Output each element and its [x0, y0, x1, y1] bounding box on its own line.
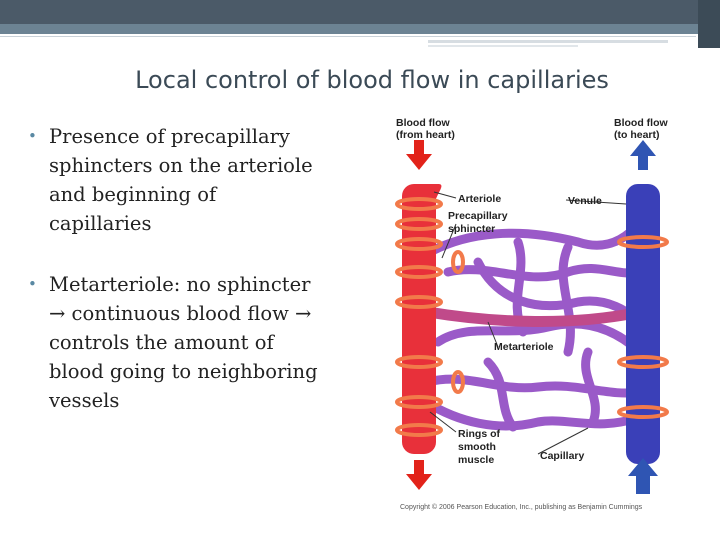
flow-up-arrow-icon [628, 458, 658, 494]
arteriole-label: Arteriole [458, 193, 501, 205]
copyright-notice: Copyright © 2006 Pearson Education, Inc.… [400, 504, 643, 511]
leader-lines [429, 191, 627, 455]
capillary-bed-diagram: Blood flow (from heart) Blood flow (to h… [395, 117, 669, 494]
smooth-muscle-rings [395, 197, 669, 437]
slide-title: Local control of blood flow in capillari… [135, 66, 609, 94]
capillary-bed-figure: Blood flow (from heart) Blood flow (to h… [378, 112, 700, 516]
blood-flow-in-sub-label: (from heart) [396, 129, 455, 141]
venule-label: Venule [568, 195, 602, 207]
header-rule-short [428, 40, 668, 43]
bullet-text: Presence of precapillary sphincters on t… [49, 125, 313, 235]
rings-label: Rings of [458, 428, 500, 440]
header-accent-stripe [0, 24, 720, 34]
bullet-dot-icon: • [28, 127, 37, 145]
metarteriole-label: Metarteriole [494, 341, 554, 353]
smooth-label: smooth [458, 441, 496, 453]
muscle-label: muscle [458, 454, 494, 466]
bullet-list: • Presence of precapillary sphincters on… [24, 122, 324, 447]
blood-flow-in-label: Blood flow [396, 117, 450, 129]
flow-in-arrow-icon [406, 140, 432, 170]
blood-flow-out-label: Blood flow [614, 117, 668, 129]
bullet-item: • Presence of precapillary sphincters on… [24, 122, 324, 238]
venule-vessel [626, 184, 660, 464]
flow-down-arrow-icon [406, 460, 432, 490]
bullet-item: • Metarteriole: no sphincter → continuou… [24, 270, 324, 415]
slide-header-bar [0, 0, 720, 48]
sphincter-label: sphincter [448, 223, 495, 235]
metarteriole-vessel [427, 306, 642, 327]
bullet-dot-icon: • [28, 275, 37, 293]
capillary-label: Capillary [540, 450, 585, 462]
header-rule-shorter [428, 45, 578, 47]
bullet-text: Metarteriole: no sphincter → continuous … [49, 273, 318, 412]
blood-flow-out-sub-label: (to heart) [614, 129, 660, 141]
precapillary-label: Precapillary [448, 210, 508, 222]
header-corner-tab [698, 0, 720, 48]
flow-out-arrow-icon [630, 140, 656, 170]
header-rule [0, 36, 696, 37]
arteriole-body [402, 184, 436, 454]
